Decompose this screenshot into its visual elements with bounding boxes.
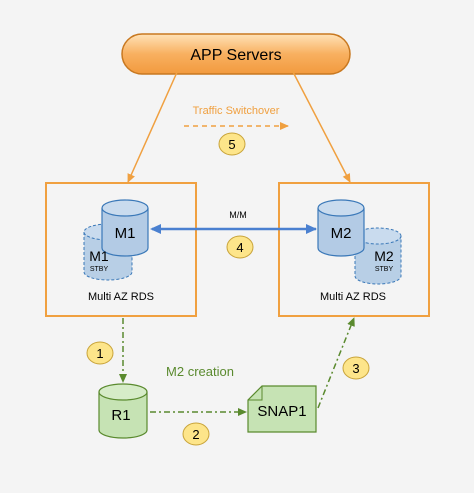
m2-primary-label: M2 [331,225,352,242]
step-4-label: 4 [236,240,243,255]
m1-standby-sub-label: STBY [90,266,109,273]
m2-creation-label: M2 creation [166,364,234,379]
m1-primary-label: M1 [115,225,136,242]
step-3-label: 3 [352,361,359,376]
left-box-label: Multi AZ RDS [88,291,154,303]
m1-standby-label: M1 [89,248,109,264]
app-to-right-arrow [291,69,351,183]
m2-standby-label: M2 [374,248,394,264]
snap1-to-right-arrow [317,317,355,409]
r1-label: R1 [111,407,130,424]
step-5-label: 5 [228,137,235,152]
m2-standby-db-icon [354,227,402,285]
step-4-badge: 4 [226,235,254,259]
m1-primary-db-icon [101,199,149,257]
step-2-badge: 2 [182,422,210,446]
app-servers-label: APP Servers [190,47,281,64]
snap1-label: SNAP1 [257,403,306,420]
traffic-switchover-label: Traffic Switchover [193,105,280,117]
right-box-label: Multi AZ RDS [320,291,386,303]
right-multi-az-box: M2 M2 STBY Multi AZ RDS [278,182,430,317]
app-to-left-arrow [127,69,179,183]
r1-db-icon: R1 [98,383,148,439]
step-1-badge: 1 [86,341,114,365]
m2-standby-sub-label: STBY [375,266,394,273]
left-multi-az-box: M1 M1 STBY Multi AZ RDS [45,182,197,317]
app-servers-node: APP Servers [121,33,351,75]
step-2-label: 2 [192,427,199,442]
step-1-label: 1 [96,346,103,361]
step-5-badge: 5 [218,132,246,156]
mm-label: M/M [229,210,247,220]
snap1-snapshot-icon: SNAP1 [247,385,317,433]
step-3-badge: 3 [342,356,370,380]
m2-primary-db-icon [317,199,365,257]
